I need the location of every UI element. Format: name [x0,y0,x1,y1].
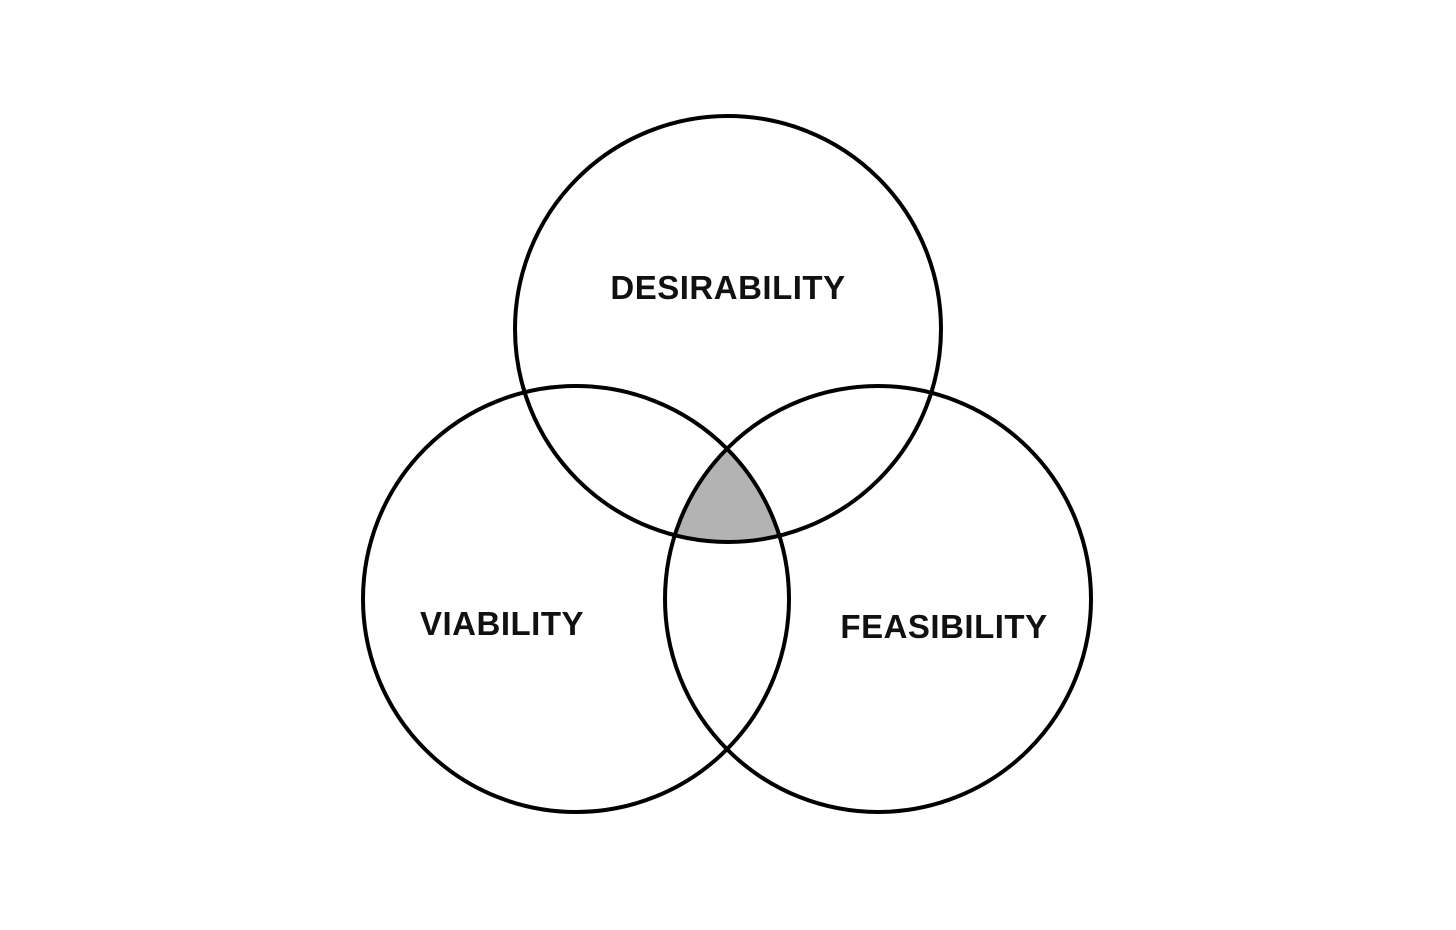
feasibility-circle [663,384,1093,814]
feasibility-label: FEASIBILITY [840,608,1047,645]
desirability-label: DESIRABILITY [610,269,845,306]
viability-circle [361,384,791,814]
desirability-circle [513,114,943,544]
viability-label: VIABILITY [420,605,584,642]
